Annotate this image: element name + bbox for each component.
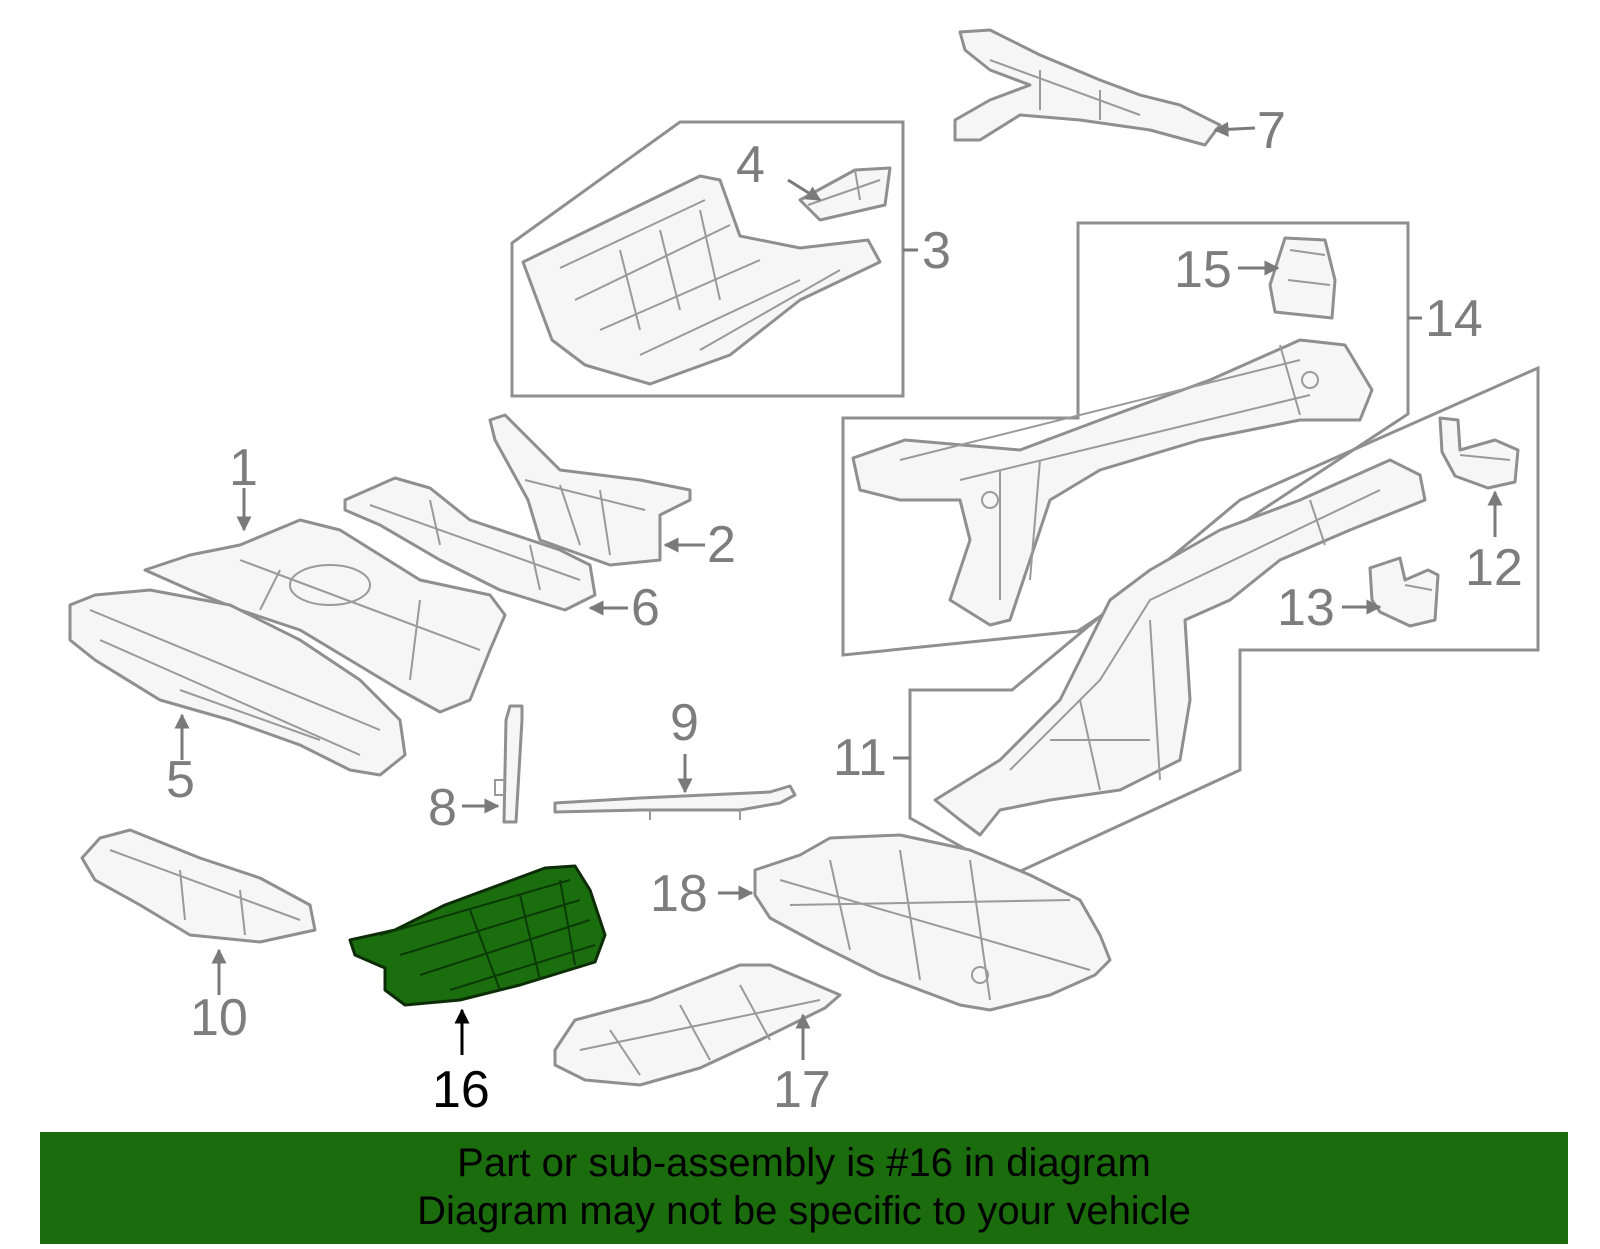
part-12[interactable] [1438, 416, 1520, 490]
callout-18[interactable]: 18 [650, 865, 708, 923]
part-3[interactable] [521, 174, 882, 386]
part-5[interactable] [68, 588, 407, 777]
group-box-3 [510, 120, 905, 398]
part-10[interactable] [80, 828, 317, 944]
callout-9[interactable]: 9 [670, 694, 699, 752]
group-box-14 [841, 221, 1410, 657]
part-11[interactable] [933, 458, 1427, 837]
callout-10[interactable]: 10 [190, 989, 248, 1047]
part-8[interactable] [494, 704, 524, 824]
part-9[interactable] [553, 784, 797, 820]
callout-17[interactable]: 17 [773, 1061, 831, 1119]
callout-11[interactable]: 11 [833, 729, 887, 787]
part-4[interactable] [798, 166, 892, 222]
part-14[interactable] [851, 338, 1374, 627]
callout-2[interactable]: 2 [707, 516, 736, 574]
part-16[interactable] [348, 864, 607, 1007]
callout-5[interactable]: 5 [166, 751, 195, 809]
callout-15[interactable]: 15 [1174, 241, 1232, 299]
callout-3[interactable]: 3 [922, 222, 951, 280]
callout-13[interactable]: 13 [1277, 579, 1335, 637]
part-13[interactable] [1368, 556, 1440, 628]
part-1[interactable] [143, 518, 507, 714]
callout-8[interactable]: 8 [428, 779, 457, 837]
part-7[interactable] [953, 28, 1222, 147]
banner-line-1: Part or sub-assembly is #16 in diagram [457, 1141, 1151, 1185]
callout-16[interactable]: 16 [432, 1061, 490, 1119]
callout-12[interactable]: 12 [1465, 539, 1523, 597]
part-2[interactable] [488, 413, 692, 567]
callout-4[interactable]: 4 [736, 136, 765, 194]
part-18[interactable] [753, 833, 1112, 1012]
part-6[interactable] [343, 476, 597, 612]
callout-6[interactable]: 6 [631, 579, 660, 637]
callout-7[interactable]: 7 [1257, 102, 1286, 160]
info-banner: Part or sub-assembly is #16 in diagram D… [40, 1132, 1568, 1244]
callout-14[interactable]: 14 [1425, 290, 1483, 348]
part-17[interactable] [553, 963, 842, 1087]
banner-line-2: Diagram may not be specific to your vehi… [417, 1189, 1191, 1233]
callout-1[interactable]: 1 [229, 439, 258, 497]
part-15[interactable] [1268, 236, 1337, 320]
